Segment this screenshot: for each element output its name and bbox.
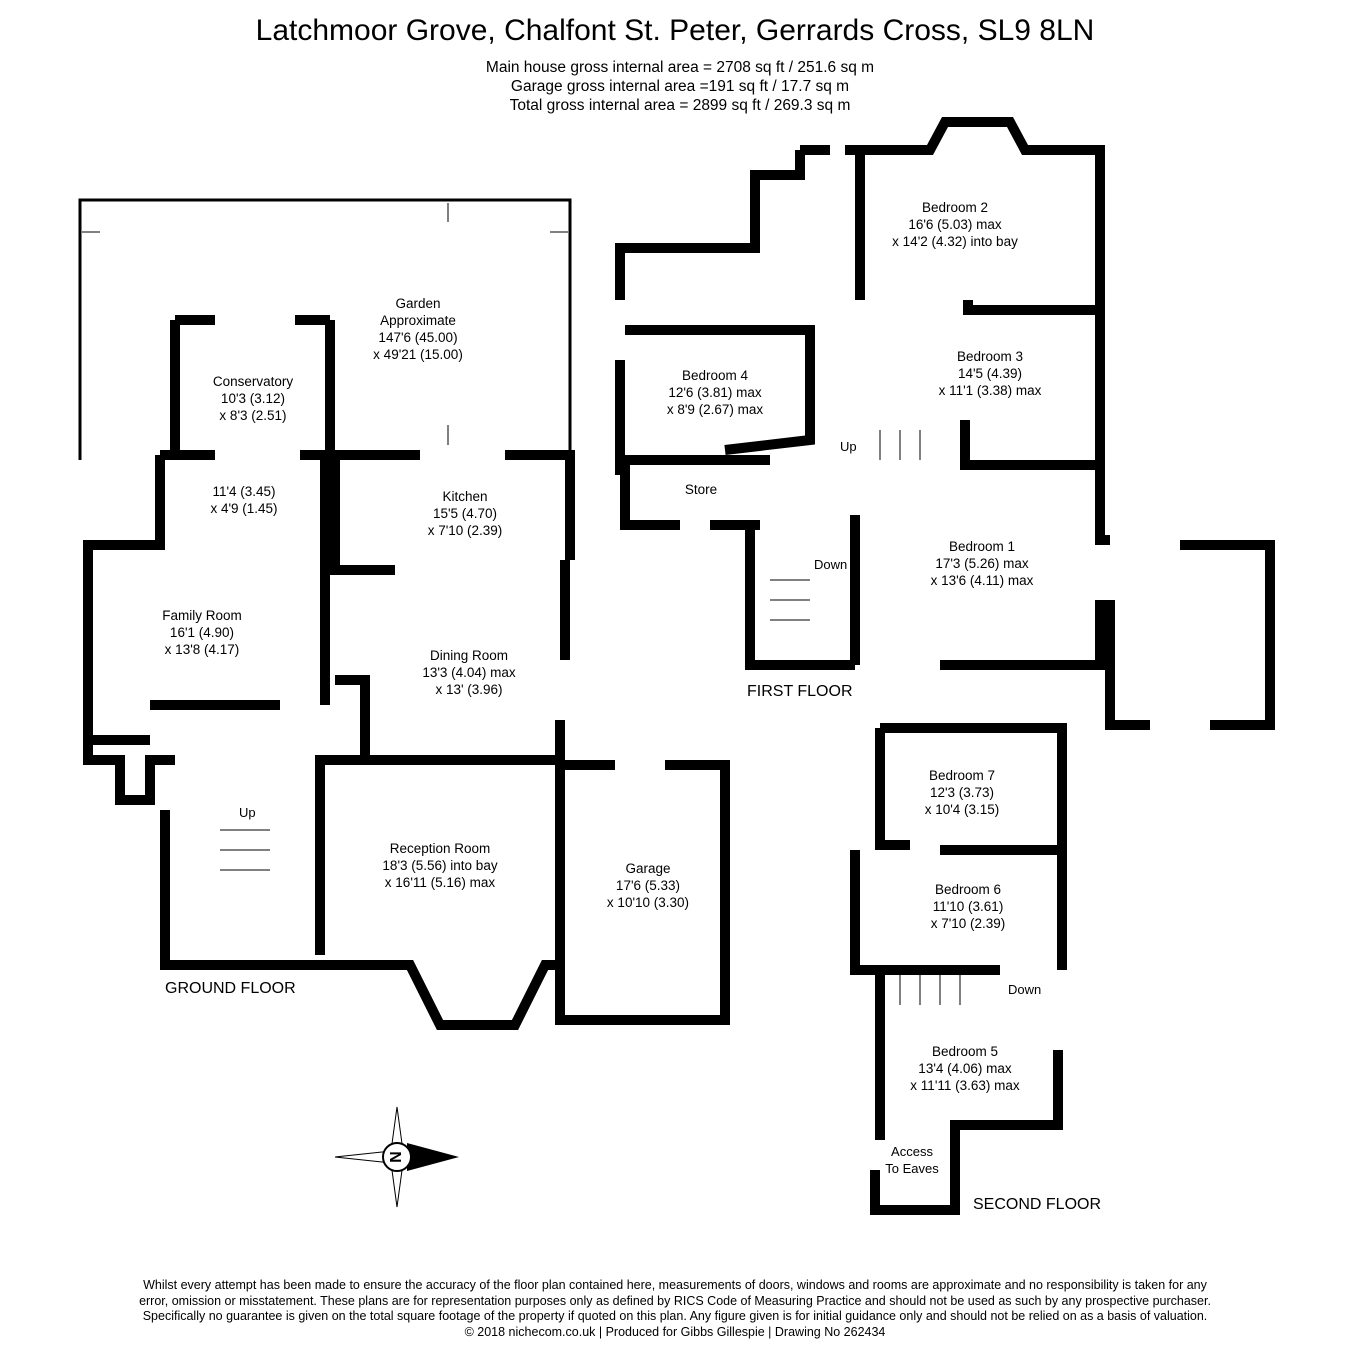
room-garage: Garage 17'6 (5.33) x 10'10 (3.30) <box>607 860 689 911</box>
room-dim: x 16'11 (5.16) max <box>384 875 496 890</box>
room-name: Bedroom 2 <box>921 200 989 215</box>
stair-down-label: Down <box>814 557 848 572</box>
garden-boundary <box>78 198 572 460</box>
room-dim: x 8'3 (2.51) <box>219 408 287 423</box>
disclaimer-line: Specifically no guarantee is given on th… <box>142 1309 1208 1323</box>
room-dim: 12'3 (3.73) <box>929 785 995 800</box>
room-bedroom-5: Bedroom 5 13'4 (4.06) max x 11'11 (3.63)… <box>910 1043 1019 1094</box>
room-dim: x 14'2 (4.32) into bay <box>892 234 1018 249</box>
garage-area: Garage gross internal area =191 sq ft / … <box>510 78 850 95</box>
room-dim: 12'6 (3.81) max <box>668 385 762 400</box>
compass-icon <box>334 1106 459 1208</box>
room-name: Conservatory <box>212 374 294 389</box>
area-summary: Main house gross internal area = 2708 sq… <box>0 58 1350 115</box>
main-house-area: Main house gross internal area = 2708 sq… <box>485 59 875 76</box>
room-reception-room: Reception Room 18'3 (5.56) into bay x 16… <box>382 840 497 891</box>
room-kitchen: Kitchen 15'5 (4.70) x 7'10 (2.39) <box>428 488 503 539</box>
room-bedroom-6: Bedroom 6 11'10 (3.61) x 7'10 (2.39) <box>931 881 1006 932</box>
second-floor-label: SECOND FLOOR <box>973 1196 1102 1213</box>
room-hall-area: 11'4 (3.45) x 4'9 (1.45) <box>210 483 277 517</box>
room-dim: 10'3 (3.12) <box>220 391 286 406</box>
room-dim: 17'6 (5.33) <box>615 878 681 893</box>
disclaimer-line: Whilst every attempt has been made to en… <box>143 1278 1207 1292</box>
eaves-line: Access <box>891 1144 933 1159</box>
plan-title: Latchmoor Grove, Chalfont St. Peter, Ger… <box>255 14 1095 47</box>
room-name: Family Room <box>162 608 242 623</box>
room-dim: 13'3 (4.04) max <box>422 665 516 680</box>
room-name: Store <box>684 482 718 497</box>
room-name: Bedroom 3 <box>956 349 1024 364</box>
room-dim: 11'10 (3.61) <box>932 899 1004 914</box>
room-dim: 11'4 (3.45) <box>212 484 276 499</box>
copyright-line: © 2018 nichecom.co.uk | Produced for Gib… <box>464 1324 886 1339</box>
room-family-room: Family Room 16'1 (4.90) x 13'8 (4.17) <box>162 607 242 658</box>
second-floor-walls <box>850 723 1067 1215</box>
stair-up-label: Up <box>239 805 256 820</box>
room-name: Bedroom 7 <box>928 768 996 783</box>
room-garden: Garden Approximate 147'6 (45.00) x 49'21… <box>373 295 463 363</box>
eaves-line: To Eaves <box>885 1161 939 1176</box>
room-dim: x 7'10 (2.39) <box>427 523 503 538</box>
room-dim: 16'6 (5.03) max <box>908 217 1002 232</box>
room-dim: Approximate <box>380 313 456 328</box>
stairs <box>220 430 961 1005</box>
room-dim: 15'5 (4.70) <box>432 506 498 521</box>
room-name: Bedroom 5 <box>931 1044 999 1059</box>
room-name: Garage <box>625 861 671 876</box>
room-name: Bedroom 1 <box>948 539 1016 554</box>
first-floor-label: FIRST FLOOR <box>747 683 853 700</box>
room-dim: x 13'6 (4.11) max <box>930 573 1034 588</box>
room-name: Bedroom 6 <box>934 882 1002 897</box>
room-dim: 14'5 (4.39) <box>957 366 1023 381</box>
room-conservatory: Conservatory 10'3 (3.12) x 8'3 (2.51) <box>213 373 293 424</box>
room-name: Bedroom 4 <box>681 368 749 383</box>
compass-north-letter: N <box>385 1151 403 1163</box>
stair-down-label: Down <box>1008 982 1042 997</box>
room-name: Kitchen <box>442 489 488 504</box>
room-dim: x 4'9 (1.45) <box>210 501 278 516</box>
room-bedroom-3: Bedroom 3 14'5 (4.39) x 11'1 (3.38) max <box>939 348 1042 399</box>
ground-floor-label: GROUND FLOOR <box>165 980 296 997</box>
first-floor-walls <box>615 117 1275 730</box>
room-bedroom-4: Bedroom 4 12'6 (3.81) max x 8'9 (2.67) m… <box>667 367 763 418</box>
room-dim: x 8'9 (2.67) max <box>666 402 764 417</box>
room-bedroom-1: Bedroom 1 17'3 (5.26) max x 13'6 (4.11) … <box>931 538 1034 589</box>
room-dim: x 10'4 (3.15) <box>924 802 1000 817</box>
room-name: Dining Room <box>429 648 509 663</box>
room-dim: x 13'8 (4.17) <box>164 642 240 657</box>
room-dim: x 13' (3.96) <box>435 682 503 697</box>
stair-up-label: Up <box>840 439 857 454</box>
room-dim: 18'3 (5.56) into bay <box>382 858 498 873</box>
garden-dimension-arrows <box>82 203 568 445</box>
disclaimer: Whilst every attempt has been made to en… <box>0 1278 1350 1340</box>
room-dim: x 11'11 (3.63) max <box>910 1078 1020 1093</box>
room-dim: x 11'1 (3.38) max <box>938 383 1042 398</box>
room-dim: x 10'10 (3.30) <box>606 895 690 910</box>
eaves-access-label: Access To Eaves <box>885 1143 938 1177</box>
room-dining-room: Dining Room 13'3 (4.04) max x 13' (3.96) <box>422 647 515 698</box>
disclaimer-line: error, omission or misstatement. These p… <box>139 1293 1211 1308</box>
room-dim: x 49'21 (15.00) <box>373 347 463 362</box>
room-dim: 147'6 (45.00) <box>378 330 458 345</box>
room-store: Store <box>685 481 717 498</box>
room-name: Garden <box>395 296 441 311</box>
total-area: Total gross internal area = 2899 sq ft /… <box>509 97 851 114</box>
room-dim: 17'3 (5.26) max <box>935 556 1029 571</box>
room-bedroom-7: Bedroom 7 12'3 (3.73) x 10'4 (3.15) <box>925 767 1000 818</box>
room-dim: 16'1 (4.90) <box>169 625 235 640</box>
room-dim: 13'4 (4.06) max <box>918 1061 1012 1076</box>
room-dim: x 7'10 (2.39) <box>930 916 1006 931</box>
ground-floor-walls <box>83 315 730 1030</box>
room-name: Reception Room <box>389 841 491 856</box>
room-bedroom-2: Bedroom 2 16'6 (5.03) max x 14'2 (4.32) … <box>892 199 1018 250</box>
